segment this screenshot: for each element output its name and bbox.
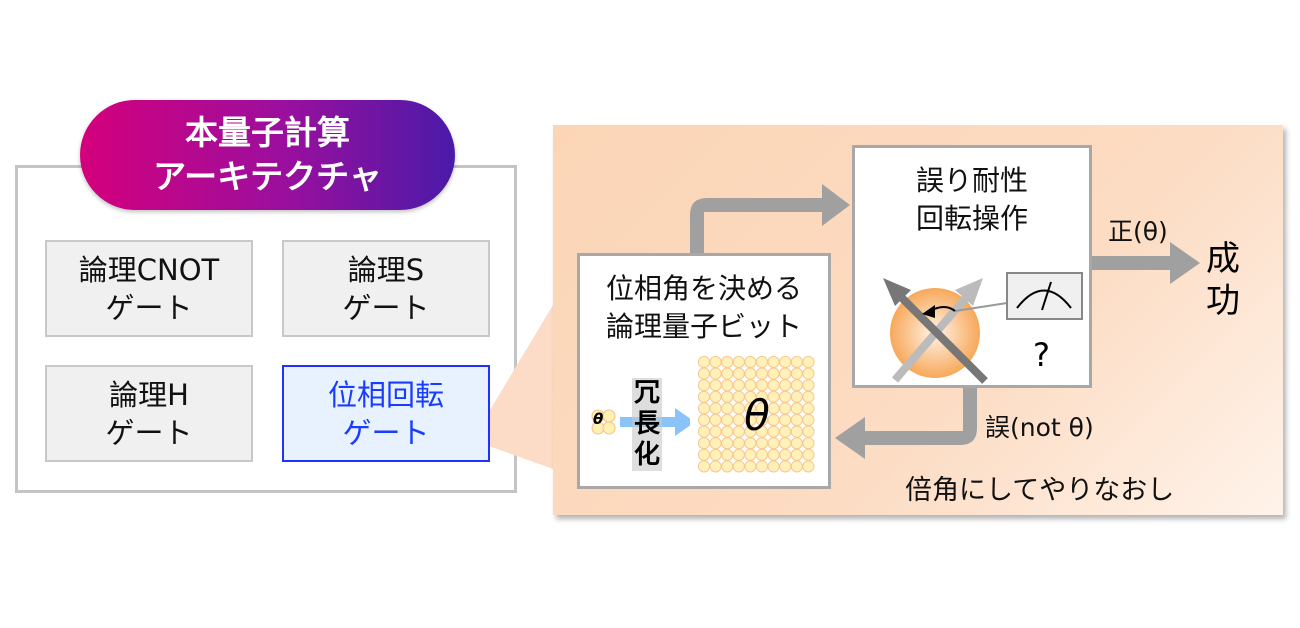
gate-phase-rotation[interactable]: 位相回転 ゲート xyxy=(282,365,490,462)
architecture-title-badge: 本量子計算 アーキテクチャ xyxy=(80,100,455,210)
success-char: 功 xyxy=(1206,281,1240,321)
success-label: 成 功 xyxy=(1206,238,1240,322)
redundancy-char: 長 xyxy=(633,409,660,439)
measurement-meter-icon xyxy=(1006,272,1083,320)
arrow-to-success xyxy=(1092,242,1200,284)
encoded-qubit-grid xyxy=(698,356,815,473)
gate-label: 位相回転 xyxy=(327,377,444,412)
gate-label: ゲート xyxy=(342,415,430,450)
arrow-retry xyxy=(835,388,977,459)
retry-label: 倍角にしてやりなおし xyxy=(905,475,1175,506)
physical-qubit-dot xyxy=(802,460,815,473)
redundancy-char: 化 xyxy=(633,440,660,470)
correct-label: 正(θ) xyxy=(1108,217,1168,246)
gate-logical-s[interactable]: 論理S ゲート xyxy=(282,240,490,337)
gate-label: ゲート xyxy=(105,415,193,450)
rotation-illustration xyxy=(883,272,1083,384)
title-line-2: アーキテクチャ xyxy=(153,157,382,196)
unknown-result: ? xyxy=(1033,336,1050,374)
gate-label: ゲート xyxy=(342,290,430,325)
gate-logical-cnot[interactable]: 論理CNOT ゲート xyxy=(45,240,253,337)
redundancy-char: 冗 xyxy=(633,378,660,408)
title-line-1: 本量子計算 xyxy=(185,113,350,152)
logical-qubit-box: 位相角を決める 論理量子ビット θ θ 冗 長 化 xyxy=(577,253,831,489)
wrong-label: 誤(not θ) xyxy=(985,413,1094,442)
success-char: 成 xyxy=(1206,239,1240,279)
small-theta: θ xyxy=(593,410,604,428)
gate-label: ゲート xyxy=(105,290,193,325)
gate-label: 論理S xyxy=(347,252,425,287)
arrow-to-rotation xyxy=(690,184,850,255)
gate-logical-h[interactable]: 論理H ゲート xyxy=(45,365,253,462)
rotation-title-1: 誤り耐性 xyxy=(915,164,1028,197)
logical-qubit-title-1: 位相角を決める xyxy=(605,272,802,305)
gate-label: 論理H xyxy=(109,377,189,412)
gate-label: 論理CNOT xyxy=(78,252,220,287)
logical-qubit-title-2: 論理量子ビット xyxy=(605,310,802,343)
rotation-box: 誤り耐性 回転操作 ? xyxy=(852,145,1092,388)
large-theta: θ xyxy=(744,390,770,440)
rotation-title-2: 回転操作 xyxy=(915,202,1028,235)
redundancy-label: 冗 長 化 xyxy=(632,378,662,471)
